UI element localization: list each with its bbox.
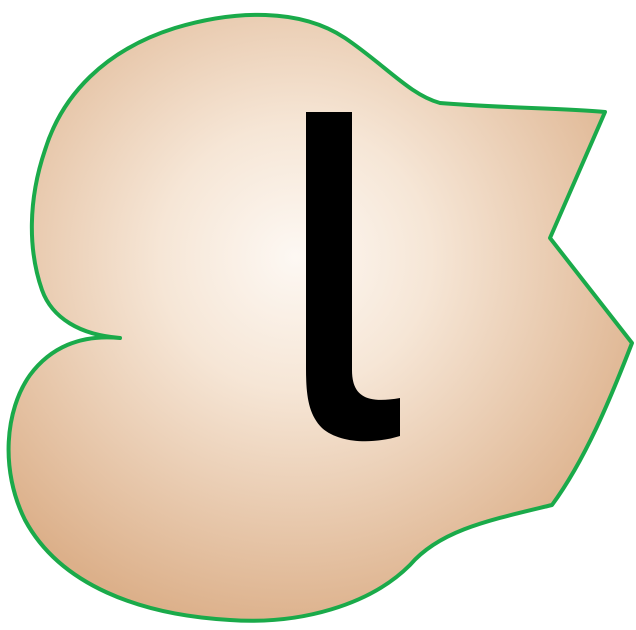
- script-l-stroke: [306, 112, 400, 441]
- script-l-glyph: [300, 112, 404, 444]
